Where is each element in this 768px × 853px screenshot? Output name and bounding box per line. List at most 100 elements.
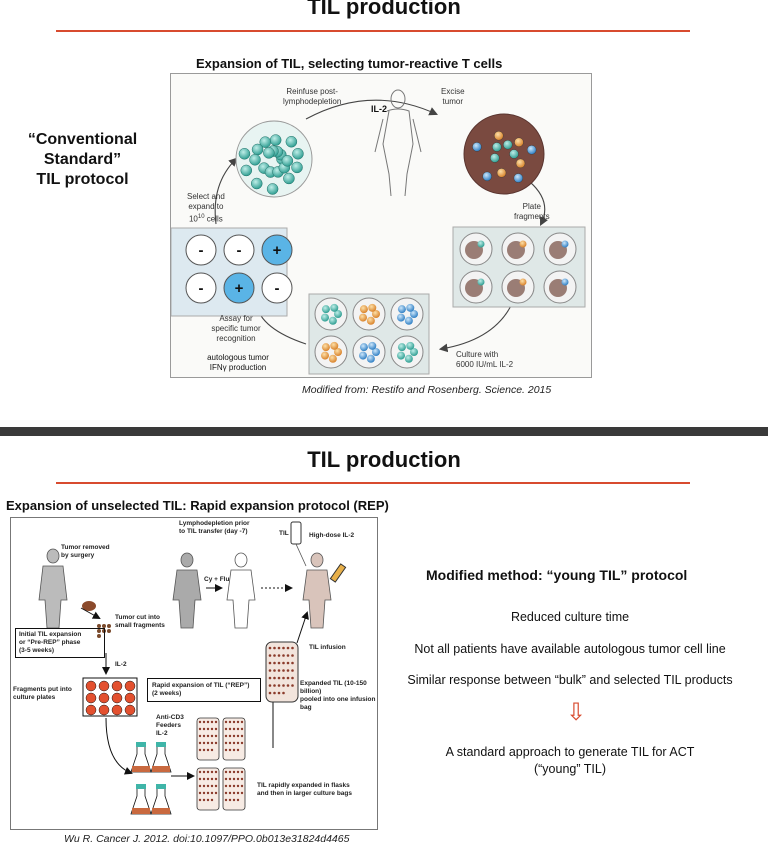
bag-cell bbox=[232, 798, 236, 802]
bag-cell bbox=[206, 720, 210, 724]
fragment-dot bbox=[97, 634, 101, 638]
bag-cell bbox=[202, 777, 206, 781]
anti-cd3-label: Anti-CD3 Feeders IL-2 bbox=[156, 714, 184, 737]
infusion-cell bbox=[273, 654, 276, 657]
infusion-cell bbox=[277, 654, 281, 657]
tumor-cell bbox=[472, 142, 482, 152]
select-exponent: 10 bbox=[197, 214, 205, 220]
bag-cell bbox=[240, 770, 244, 774]
high-dose-label: High-dose IL-2 bbox=[309, 532, 355, 539]
flask-cells bbox=[132, 766, 150, 772]
infusion-cell bbox=[286, 684, 290, 687]
infusion-cell bbox=[273, 669, 276, 672]
bag-cell bbox=[210, 784, 214, 788]
assay-mark: - bbox=[199, 242, 204, 259]
til-infusion-label: TIL infusion bbox=[309, 644, 346, 651]
infusion-cell bbox=[286, 676, 290, 680]
bag-cell bbox=[240, 720, 244, 724]
bag-cell bbox=[206, 770, 210, 774]
culture-plate-24 bbox=[82, 677, 138, 717]
infusion-cell bbox=[277, 646, 281, 650]
lympho-label: Lymphodepletion prior to TIL transfer (d… bbox=[179, 520, 250, 535]
culture-plate bbox=[308, 293, 430, 375]
bag-cell bbox=[228, 784, 232, 788]
tumor-cell bbox=[496, 168, 507, 178]
bag-cell bbox=[232, 791, 236, 795]
infusion-cell bbox=[286, 669, 290, 672]
expanded-til-label: Expanded TIL (10-150 billion) pooled int… bbox=[300, 680, 376, 711]
plate-fragments-label: Plate fragments bbox=[514, 202, 550, 221]
bag-cell bbox=[240, 741, 244, 745]
infusion-cell bbox=[291, 669, 294, 672]
fragment-cell bbox=[519, 278, 527, 286]
til-cell bbox=[281, 155, 294, 167]
bag-cell bbox=[228, 770, 232, 774]
bag-cell bbox=[224, 791, 228, 795]
fragment-cell bbox=[519, 240, 527, 248]
bag-cell bbox=[210, 727, 214, 731]
infusion-cell bbox=[291, 676, 294, 680]
culture-cell bbox=[321, 313, 330, 322]
conclusion-text: A standard approach to generate TIL for … bbox=[445, 745, 695, 776]
infusion-cell bbox=[291, 654, 294, 657]
select-text: Select and expand to bbox=[187, 192, 225, 211]
infusion-cell bbox=[282, 646, 285, 650]
culture-label: Culture with 6000 IU/mL IL-2 bbox=[456, 350, 514, 369]
tumor-cell bbox=[526, 145, 537, 155]
bag-cell bbox=[206, 798, 210, 802]
bullet-similar-response: Similar response between “bulk” and sele… bbox=[407, 673, 733, 687]
autologous-label: autologous tumor IFNγ production bbox=[207, 353, 269, 372]
assay-well bbox=[185, 234, 217, 266]
infusion-cell bbox=[291, 661, 294, 665]
culture-cell bbox=[368, 303, 377, 312]
il2-label: IL-2 bbox=[371, 104, 388, 114]
til-cell bbox=[249, 154, 261, 166]
rep-diagram bbox=[38, 521, 347, 815]
bag-cell bbox=[236, 734, 240, 738]
infusion-cell bbox=[268, 654, 272, 657]
bag-cell bbox=[198, 777, 202, 781]
bag-cell bbox=[224, 784, 228, 788]
bag-cell bbox=[198, 727, 202, 731]
fragments-label: Fragments put into culture plates bbox=[13, 686, 72, 701]
culture-cell bbox=[410, 348, 418, 356]
til-cell bbox=[259, 136, 271, 148]
rep-figure: Tumor removed by surgery Lymphodepletion… bbox=[10, 517, 378, 830]
bag-cell bbox=[228, 777, 232, 781]
til-label: TIL bbox=[279, 530, 289, 537]
bag-cell bbox=[206, 741, 210, 745]
bag-cell bbox=[210, 734, 214, 738]
bag-cell bbox=[228, 798, 232, 802]
flask-cells bbox=[152, 766, 170, 772]
infusion-cell bbox=[282, 654, 285, 657]
fragment-cell bbox=[477, 240, 485, 248]
bag-cell bbox=[198, 720, 202, 724]
culture-bags bbox=[196, 717, 246, 811]
assay-mark: - bbox=[275, 280, 280, 297]
culture-bag bbox=[222, 717, 246, 761]
tumor-cell bbox=[513, 173, 524, 183]
bag-cell bbox=[206, 784, 210, 788]
bag-cell bbox=[210, 748, 214, 752]
fragment-dot bbox=[107, 624, 111, 628]
bag-cell bbox=[236, 720, 240, 724]
bag-cell bbox=[236, 798, 240, 802]
culture-cell bbox=[406, 303, 415, 312]
tumor-cell bbox=[503, 140, 513, 150]
bag-cell bbox=[240, 777, 244, 781]
expanded-til-dish bbox=[235, 120, 313, 198]
infusion-bag bbox=[265, 641, 299, 703]
bag-cell bbox=[214, 741, 218, 745]
flask-cap bbox=[136, 784, 146, 789]
tumor-cell bbox=[514, 137, 524, 147]
bag-cell bbox=[198, 770, 202, 774]
til-bag-icon bbox=[290, 521, 302, 545]
side-label-line3: TIL protocol bbox=[36, 171, 129, 188]
culture-cell bbox=[330, 303, 339, 312]
infusion-cell bbox=[273, 646, 276, 650]
culture-well bbox=[390, 297, 424, 331]
bag-cell bbox=[224, 770, 228, 774]
down-arrow-icon: ⇩ bbox=[566, 699, 587, 726]
infusion-cell bbox=[268, 661, 272, 665]
slide2-citation: Wu R. Cancer J. 2012. doi:10.1097/PPO.0b… bbox=[64, 833, 350, 845]
